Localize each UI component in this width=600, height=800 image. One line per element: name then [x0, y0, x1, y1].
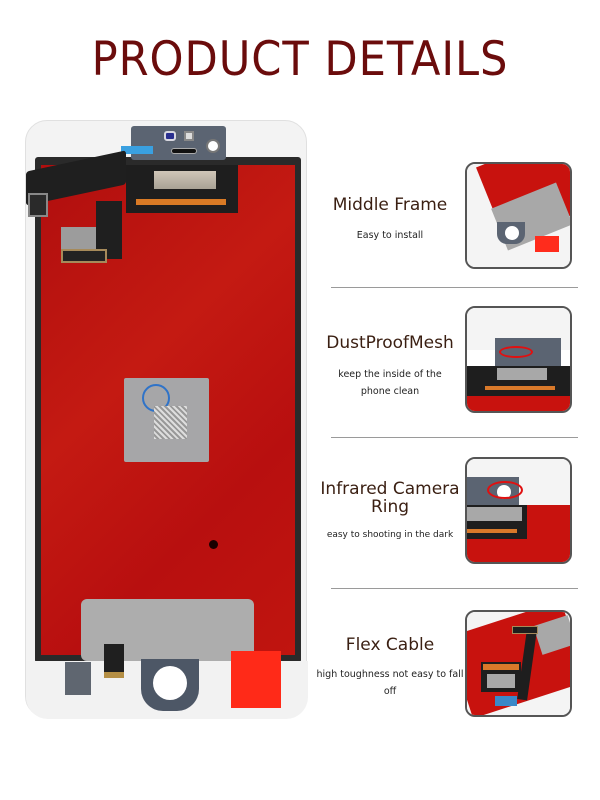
feature-title: Infrared Camera Ring: [320, 479, 460, 517]
grey-pad: [65, 662, 91, 695]
feature-description: easy to shooting in the dark: [326, 530, 454, 540]
feature-flex-cable: Flex Cable high toughness not easy to fa…: [310, 608, 600, 758]
divider: [331, 588, 578, 589]
feature-description: keep the inside of the phone clean: [338, 369, 442, 397]
proximity-sensor: [184, 131, 194, 141]
feature-infrared-camera-ring: Infrared Camera Ring easy to shooting in…: [310, 455, 600, 605]
bottom-connector: [104, 644, 124, 678]
feature-title: DustProofMesh: [326, 333, 454, 353]
divider: [331, 287, 578, 288]
feature-description: Easy to install: [356, 230, 424, 241]
highlight-circle-icon: [499, 346, 533, 358]
blue-tab: [121, 146, 153, 154]
earpiece-mesh: [171, 148, 197, 154]
infrared-camera-ring: [206, 139, 220, 153]
feature-thumbnail: [465, 306, 572, 413]
product-image-lcd-assembly: [25, 120, 308, 719]
feature-title: Flex Cable: [345, 635, 435, 655]
feature-middle-frame: Middle Frame Easy to install: [310, 160, 600, 310]
flex-connector: [28, 193, 48, 217]
highlight-circle-icon: [487, 481, 523, 499]
feature-description: high toughness not easy to fall off: [316, 669, 464, 697]
feature-thumbnail: [465, 162, 572, 269]
divider: [331, 437, 578, 438]
qr-code: [154, 406, 187, 439]
feature-title: Middle Frame: [332, 195, 448, 215]
orange-strip: [136, 199, 226, 205]
screw-hole: [209, 540, 218, 549]
feature-thumbnail: [465, 610, 572, 717]
page-title: PRODUCT DETAILS: [91, 32, 509, 87]
feature-dust-proof-mesh: DustProofMesh keep the inside of the pho…: [310, 304, 600, 454]
feature-thumbnail: [465, 457, 572, 564]
flex-connector-bottom: [61, 249, 107, 263]
front-camera-icon: [164, 131, 176, 141]
home-button-hole: [153, 666, 187, 700]
red-protective-tab: [231, 651, 281, 708]
metal-shield: [154, 171, 216, 189]
